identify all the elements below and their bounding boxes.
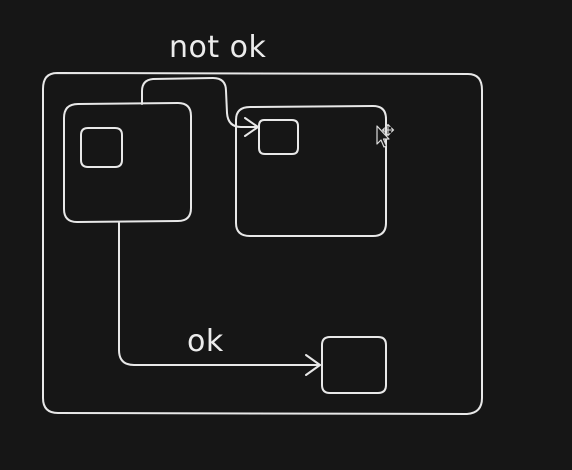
not-ok-inner-box[interactable]: [258, 119, 299, 155]
ok-arrowhead: [305, 354, 321, 376]
ok-arrow[interactable]: [118, 222, 321, 366]
source-box[interactable]: [63, 102, 192, 223]
source-inner-box[interactable]: [80, 127, 123, 168]
outer-container-box[interactable]: [42, 72, 483, 415]
not-ok-container-box[interactable]: [235, 105, 387, 237]
not-ok-label: not ok: [169, 30, 267, 65]
not-ok-arrow[interactable]: [141, 77, 259, 128]
move-cursor-icon: [376, 123, 395, 148]
ok-label: ok: [187, 324, 224, 359]
not-ok-arrowhead: [244, 117, 259, 137]
ok-target-box[interactable]: [321, 336, 387, 394]
